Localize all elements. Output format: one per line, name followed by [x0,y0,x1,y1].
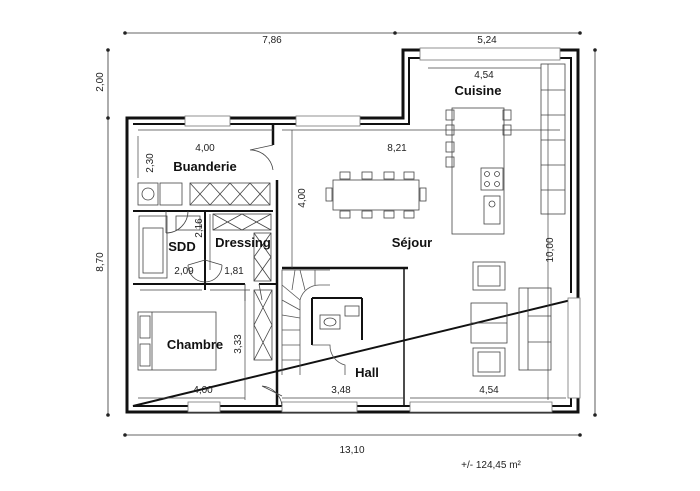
dim-total-width: 13,10 [339,445,364,456]
dim-left-top: 2,00 [95,72,106,92]
dim-cuisine-width: 4,54 [474,70,494,81]
bed [137,311,217,371]
total-area: +/- 124,45 m² [461,460,521,471]
staircase [281,269,346,375]
dim-hall-width: 3,48 [331,385,351,396]
kitchen [445,63,566,235]
interior-walls [133,124,408,406]
dining-table [325,171,427,219]
dim-left-main: 8,70 [95,252,106,272]
room-label-dressing: Dressing [215,235,271,250]
dim-sdd-depth: 2,16 [194,218,205,238]
dim-buanderie-width: 4,00 [195,143,215,154]
room-label-sdd: SDD [168,239,195,254]
room-label-sejour: Séjour [392,235,432,250]
dim-dressing-width: 1,81 [224,266,244,277]
dimension-ticks [106,31,597,437]
room-label-buanderie: Buanderie [173,159,237,174]
dim-right-main: 10,00 [545,237,556,262]
dim-sejour-depth: 4,00 [297,188,308,208]
dim-sejour-width: 8,21 [387,143,407,154]
dim-buanderie-height: 2,30 [145,153,156,173]
living-furniture [470,261,552,377]
dim-sejour-bottom: 4,54 [479,385,499,396]
wc-fixtures [319,305,360,330]
dim-chambre-width: 4,00 [193,385,213,396]
bathroom-fixtures [138,215,201,279]
room-label-cuisine: Cuisine [455,83,502,98]
dim-sdd-width: 2,09 [174,266,194,277]
interior-dimension-lines [137,64,566,400]
dim-top-right: 5,24 [477,35,497,46]
windows [184,47,581,413]
room-label-chambre: Chambre [167,337,223,352]
room-label-hall: Hall [355,365,379,380]
dim-chambre-height: 3,33 [233,334,244,354]
laundry-cabinets [137,182,273,361]
dim-top-left: 7,86 [262,35,282,46]
dimension-lines [107,32,596,436]
